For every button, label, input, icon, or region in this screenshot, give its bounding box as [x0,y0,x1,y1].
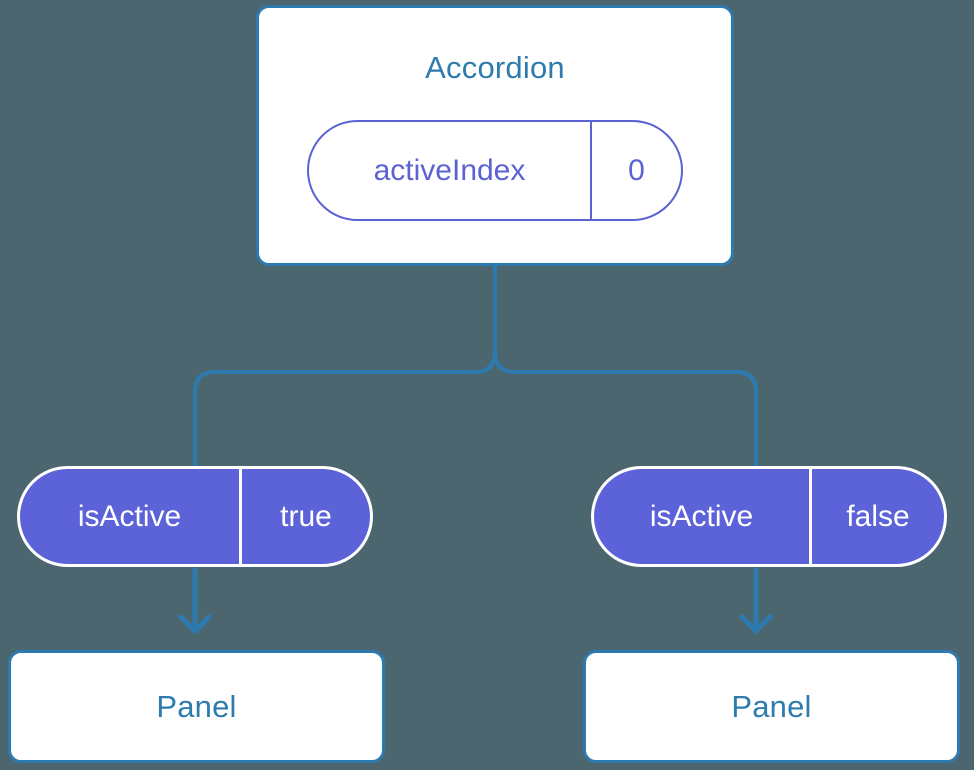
state-pill-is-active-true[interactable]: isActive true [17,466,373,567]
state-key-is-active-right: isActive [649,499,754,533]
panel-title-left: Panel [156,688,237,724]
prop-pill-active-index[interactable]: activeIndex 0 [307,120,683,221]
state-value-is-active-right: false [809,469,944,564]
prop-value-active-index: 0 [590,122,681,219]
state-pill-is-active-false[interactable]: isActive false [591,466,947,567]
state-key-is-active-left: isActive [77,499,182,533]
state-value-is-active-left: true [239,469,370,564]
accordion-title: Accordion [425,50,565,85]
arrow-left-state-to-panel [178,567,212,634]
panel-title-right: Panel [731,688,812,724]
prop-key-active-index: activeIndex [373,153,526,187]
connector-root-to-left [193,264,497,468]
panel-component-card-left[interactable]: Panel [8,650,385,763]
arrow-right-state-to-panel [739,567,773,634]
connector-root-to-right [493,264,758,468]
panel-component-card-right[interactable]: Panel [583,650,960,763]
